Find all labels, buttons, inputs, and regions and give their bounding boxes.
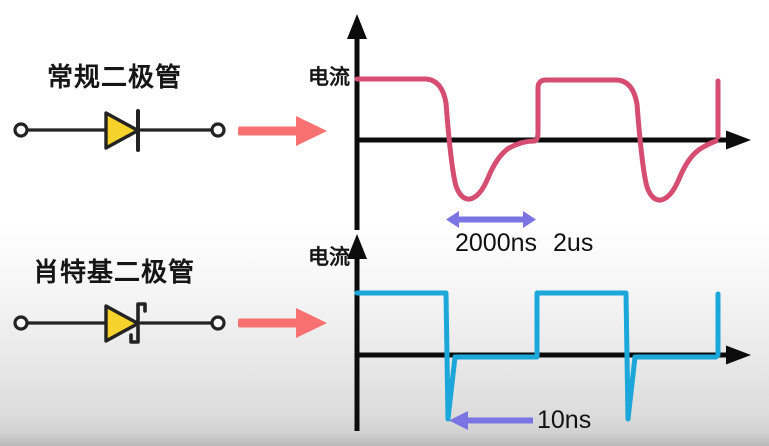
arrow-right-icon <box>238 116 327 146</box>
regular-diode-waveform <box>354 76 721 203</box>
schottky-diode-title: 肖特基二极管 <box>33 257 196 287</box>
recovery-time-annotation-schottky: 10ns <box>537 406 592 434</box>
terminal-circle <box>13 315 29 331</box>
regular-diode-symbol <box>13 109 226 152</box>
top-chart-y-axis-label: 电流 <box>308 66 350 89</box>
arrow-right-icon <box>238 308 327 338</box>
x-axis-arrowhead <box>726 345 751 365</box>
top-chart-axes <box>347 14 751 230</box>
terminal-circle <box>210 122 226 138</box>
recovery-time-annotation-regular: 2000ns 2us <box>455 231 593 256</box>
x-axis-arrowhead <box>726 130 751 150</box>
double-arrow-icon <box>446 211 536 228</box>
schottky-diode-symbol <box>13 302 226 344</box>
terminal-circle <box>13 122 29 138</box>
y-axis-arrowhead <box>347 14 367 39</box>
recovery-time-ns: 2000ns <box>455 229 538 257</box>
bottom-chart-axes <box>347 234 751 431</box>
regular-diode-title: 常规二极管 <box>47 62 183 92</box>
schottky-diode-waveform <box>354 290 721 422</box>
diode-anode-triangle <box>104 111 140 150</box>
y-axis-arrowhead <box>347 234 367 259</box>
arrow-left-icon <box>449 411 533 430</box>
recovery-time-us: 2us <box>553 229 594 257</box>
bottom-chart-y-axis-label: 电流 <box>308 246 350 269</box>
diode-anode-triangle <box>104 304 140 343</box>
schottky-cathode-bar <box>129 302 147 344</box>
terminal-circle <box>210 315 226 331</box>
